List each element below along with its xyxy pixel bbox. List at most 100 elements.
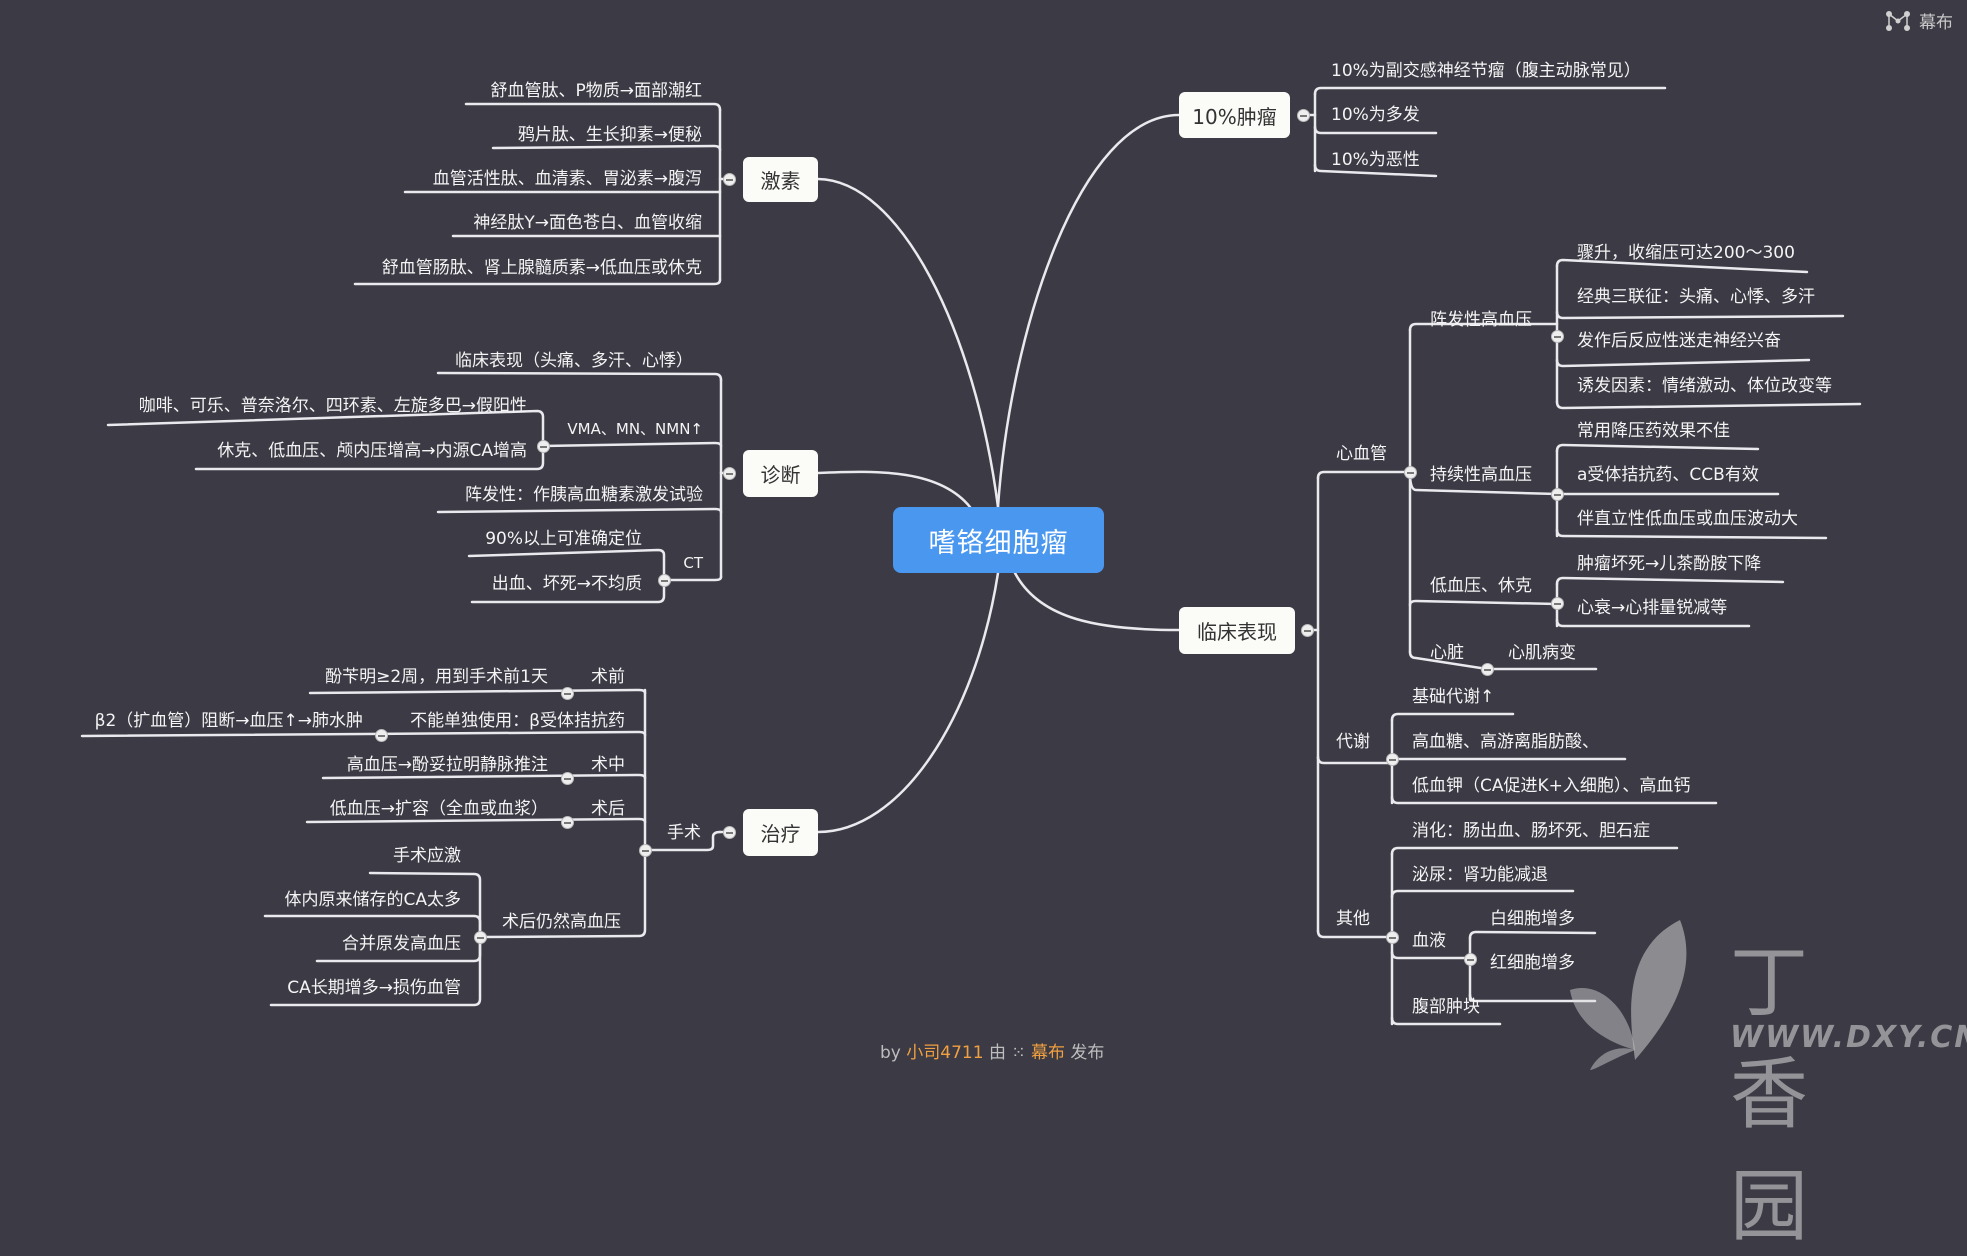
- collapse-toggle-icon[interactable]: [474, 931, 487, 944]
- collapse-toggle-icon[interactable]: [1301, 624, 1314, 637]
- hypotension-item[interactable]: 肿瘤坏死→儿茶酚胺下降: [1577, 554, 1762, 574]
- central-topic[interactable]: 嗜铬细胞瘤: [893, 507, 1104, 573]
- persistent-htn-clinical-label[interactable]: 持续性高血压: [1430, 465, 1532, 485]
- collapse-toggle-icon[interactable]: [1481, 663, 1494, 676]
- metabolic-item[interactable]: 高血糖、高游离脂肪酸、: [1412, 732, 1599, 752]
- hormone-item[interactable]: 舒血管肠肽、肾上腺髓质素→低血压或休克: [381, 258, 702, 278]
- cardio-label[interactable]: 心血管: [1336, 444, 1387, 464]
- persistent-htn-label[interactable]: 术后仍然高血压: [502, 912, 621, 932]
- collapse-toggle-icon[interactable]: [1551, 488, 1564, 501]
- hypotension-item[interactable]: 心衰→心排量锐减等: [1577, 598, 1728, 618]
- diagnosis-paroxysmal[interactable]: 阵发性：作胰高血糖素激发试验: [465, 485, 703, 505]
- persistent-item[interactable]: 合并原发高血压: [342, 934, 461, 954]
- collapse-toggle-icon[interactable]: [1386, 753, 1399, 766]
- beta-label[interactable]: 不能单独使用：β受体拮抗药: [410, 711, 625, 731]
- postop-detail[interactable]: 低血压→扩容（全血或血浆）: [329, 799, 548, 819]
- diagnosis-ct[interactable]: CT: [683, 554, 703, 572]
- postop-label[interactable]: 术后: [591, 799, 625, 819]
- brand-name: 幕布: [1919, 13, 1953, 33]
- paroxysmal-item[interactable]: 发作后反应性迷走神经兴奋: [1577, 331, 1781, 351]
- collapse-toggle-icon[interactable]: [658, 574, 671, 587]
- watermark-en: WWW.DXY.CN: [1730, 1020, 1967, 1055]
- watermark-cn: 丁香园: [1730, 938, 1813, 1252]
- footer-published: 发布: [1070, 1043, 1105, 1063]
- persistent-clinical-item[interactable]: 伴直立性低血压或血压波动大: [1577, 509, 1798, 529]
- preop-detail[interactable]: 酚苄明≥2周，用到手术前1天: [325, 667, 548, 687]
- collapse-toggle-icon[interactable]: [561, 816, 574, 829]
- topic-diagnosis[interactable]: 诊断: [743, 450, 818, 497]
- footer-author-link[interactable]: 小司4711: [906, 1043, 984, 1063]
- tumor10-item[interactable]: 10%为多发: [1331, 105, 1420, 125]
- intraop-detail[interactable]: 高血压→酚妥拉明静脉推注: [346, 755, 548, 775]
- topic-label: 临床表现: [1197, 620, 1277, 644]
- collapse-toggle-icon[interactable]: [1297, 109, 1310, 122]
- topic-clinical[interactable]: 临床表现: [1179, 607, 1295, 654]
- collapse-toggle-icon[interactable]: [1464, 953, 1477, 966]
- other-digestive[interactable]: 消化：肠出血、肠坏死、胆石症: [1412, 821, 1650, 841]
- blood-item[interactable]: 白细胞增多: [1490, 909, 1575, 929]
- collapse-toggle-icon[interactable]: [1404, 466, 1417, 479]
- central-topic-label: 嗜铬细胞瘤: [928, 527, 1069, 559]
- brand-logo[interactable]: 幕布: [1885, 8, 1953, 33]
- persistent-clinical-item[interactable]: a受体拮抗药、CCB有效: [1577, 465, 1759, 485]
- topic-label: 激素: [760, 169, 801, 193]
- heart-label[interactable]: 心脏: [1430, 643, 1464, 663]
- other-urinary[interactable]: 泌尿：肾功能减退: [1412, 865, 1548, 885]
- persistent-clinical-item[interactable]: 常用降压药效果不佳: [1577, 421, 1730, 441]
- blood-label[interactable]: 血液: [1412, 931, 1446, 951]
- topic-label: 10%肿瘤: [1192, 104, 1277, 129]
- collapse-toggle-icon[interactable]: [1386, 931, 1399, 944]
- topic-treatment[interactable]: 治疗: [743, 809, 818, 856]
- other-label[interactable]: 其他: [1336, 909, 1370, 929]
- diagnosis-vma[interactable]: VMA、MN、NMN↑: [567, 420, 703, 438]
- collapse-toggle-icon[interactable]: [723, 826, 736, 839]
- topic-label: 治疗: [760, 822, 801, 846]
- hypotension-label[interactable]: 低血压、休克: [1430, 576, 1532, 596]
- collapse-toggle-icon[interactable]: [375, 729, 388, 742]
- metabolic-label[interactable]: 代谢: [1336, 732, 1370, 752]
- ct-item[interactable]: 90%以上可准确定位: [485, 529, 642, 549]
- hormone-item[interactable]: 舒血管肽、P物质→面部潮红: [490, 81, 703, 101]
- paroxysmal-item[interactable]: 骤升，收缩压可达200～300: [1577, 243, 1795, 263]
- topic-label: 诊断: [760, 463, 801, 487]
- beta-detail[interactable]: β2（扩血管）阻断→血压↑→肺水肿: [94, 711, 363, 731]
- intraop-label[interactable]: 术中: [591, 755, 625, 775]
- vma-item[interactable]: 咖啡、可乐、普奈洛尔、四环素、左旋多巴→假阳性: [138, 396, 527, 416]
- collapse-toggle-icon[interactable]: [561, 772, 574, 785]
- persistent-item[interactable]: 体内原来储存的CA太多: [284, 890, 462, 910]
- hormone-item[interactable]: 血管活性肽、血清素、胃泌素→腹泻: [432, 169, 702, 189]
- collapse-toggle-icon[interactable]: [723, 467, 736, 480]
- persistent-item[interactable]: CA长期增多→损伤血管: [287, 978, 461, 998]
- metabolic-item[interactable]: 基础代谢↑: [1412, 687, 1495, 707]
- other-mass[interactable]: 腹部肿块: [1412, 997, 1480, 1017]
- collapse-toggle-icon[interactable]: [561, 687, 574, 700]
- paroxysmal-item[interactable]: 经典三联征：头痛、心悸、多汗: [1577, 287, 1815, 307]
- ct-item[interactable]: 出血、坏死→不均质: [491, 574, 642, 594]
- tumor10-item[interactable]: 10%为恶性: [1331, 150, 1420, 170]
- topic-hormone[interactable]: 激素: [743, 157, 818, 202]
- diagnosis-clinical[interactable]: 临床表现（头痛、多汗、心悸）: [455, 351, 693, 371]
- collapse-toggle-icon[interactable]: [1551, 330, 1564, 343]
- blood-item[interactable]: 红细胞增多: [1490, 953, 1575, 973]
- connector-lines: [80, 86, 1862, 1026]
- collapse-toggle-icon[interactable]: [1551, 597, 1564, 610]
- collapse-toggle-icon[interactable]: [639, 844, 652, 857]
- surgery-label[interactable]: 手术: [667, 823, 701, 843]
- mubu-logo-icon: [1886, 10, 1910, 31]
- heart-detail[interactable]: 心肌病变: [1508, 643, 1576, 663]
- topic-tumor-10pct[interactable]: 10%肿瘤: [1179, 92, 1290, 138]
- hormone-item[interactable]: 神经肽Y→面色苍白、血管收缩: [473, 213, 702, 233]
- paroxysmal-htn-label[interactable]: 阵发性高血压: [1430, 310, 1532, 330]
- collapse-toggle-icon[interactable]: [537, 440, 550, 453]
- persistent-item[interactable]: 手术应激: [393, 846, 461, 866]
- mubu-small-logo-icon: ⁙: [1011, 1043, 1026, 1063]
- paroxysmal-item[interactable]: 诱发因素：情绪激动、体位改变等: [1577, 376, 1832, 396]
- tumor10-item[interactable]: 10%为副交感神经节瘤（腹主动脉常见）: [1331, 61, 1641, 81]
- footer-brand-link[interactable]: 幕布: [1031, 1043, 1065, 1063]
- collapse-toggle-icon[interactable]: [723, 173, 736, 186]
- preop-label[interactable]: 术前: [591, 667, 625, 687]
- vma-item[interactable]: 休克、低血压、颅内压增高→内源CA增高: [217, 441, 527, 461]
- hormone-item[interactable]: 鸦片肽、生长抑素→便秘: [517, 125, 702, 145]
- footer-by: by: [880, 1043, 901, 1063]
- metabolic-item[interactable]: 低血钾（CA促进K+入细胞）、高血钙: [1412, 776, 1691, 796]
